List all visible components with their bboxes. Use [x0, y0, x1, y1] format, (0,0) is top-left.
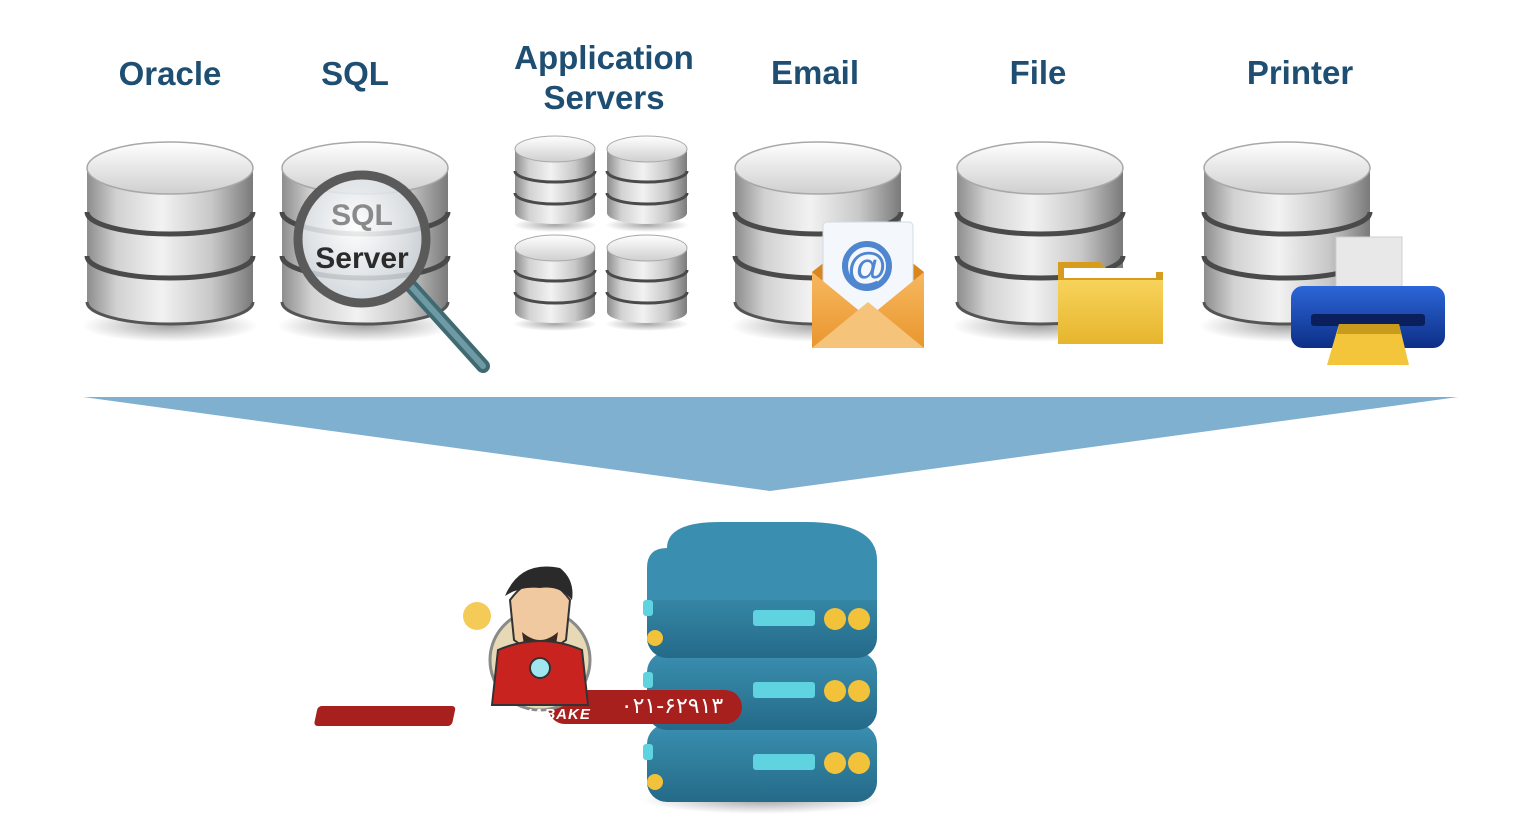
email-at-symbol: @: [847, 245, 886, 289]
label-file: File: [1009, 54, 1067, 91]
label-sql: SQL: [321, 55, 389, 92]
label-printer: Printer: [1246, 54, 1354, 91]
label-application-servers-text: Application Servers: [514, 39, 694, 116]
label-oracle: Oracle: [118, 55, 222, 92]
app-server-1-database-icon: [511, 134, 599, 234]
server-stack-icon: [642, 522, 882, 814]
label-email: Email: [770, 54, 860, 91]
folder-icon: [1058, 262, 1163, 344]
watermark-phone: ۰۲۱-۶۲۹۱۳: [620, 694, 724, 719]
magnifier-text-server: Server: [315, 242, 409, 275]
app-server-4-database-icon: [603, 233, 691, 333]
label-application-servers: Application Servers: [470, 38, 738, 118]
oracle-database-icon: [82, 142, 258, 342]
watermark-brand: MR SHABAKE: [479, 706, 591, 723]
funnel-connector: [83, 397, 1458, 491]
watermark-logo: [314, 566, 742, 726]
magnifier-text-sql: SQL: [331, 199, 393, 232]
printer-icon: [1291, 236, 1445, 365]
envelope-icon: @: [812, 221, 924, 348]
app-server-3-database-icon: [511, 233, 599, 333]
magnifier-icon: SQL Server: [293, 170, 490, 373]
app-server-2-database-icon: [603, 134, 691, 234]
